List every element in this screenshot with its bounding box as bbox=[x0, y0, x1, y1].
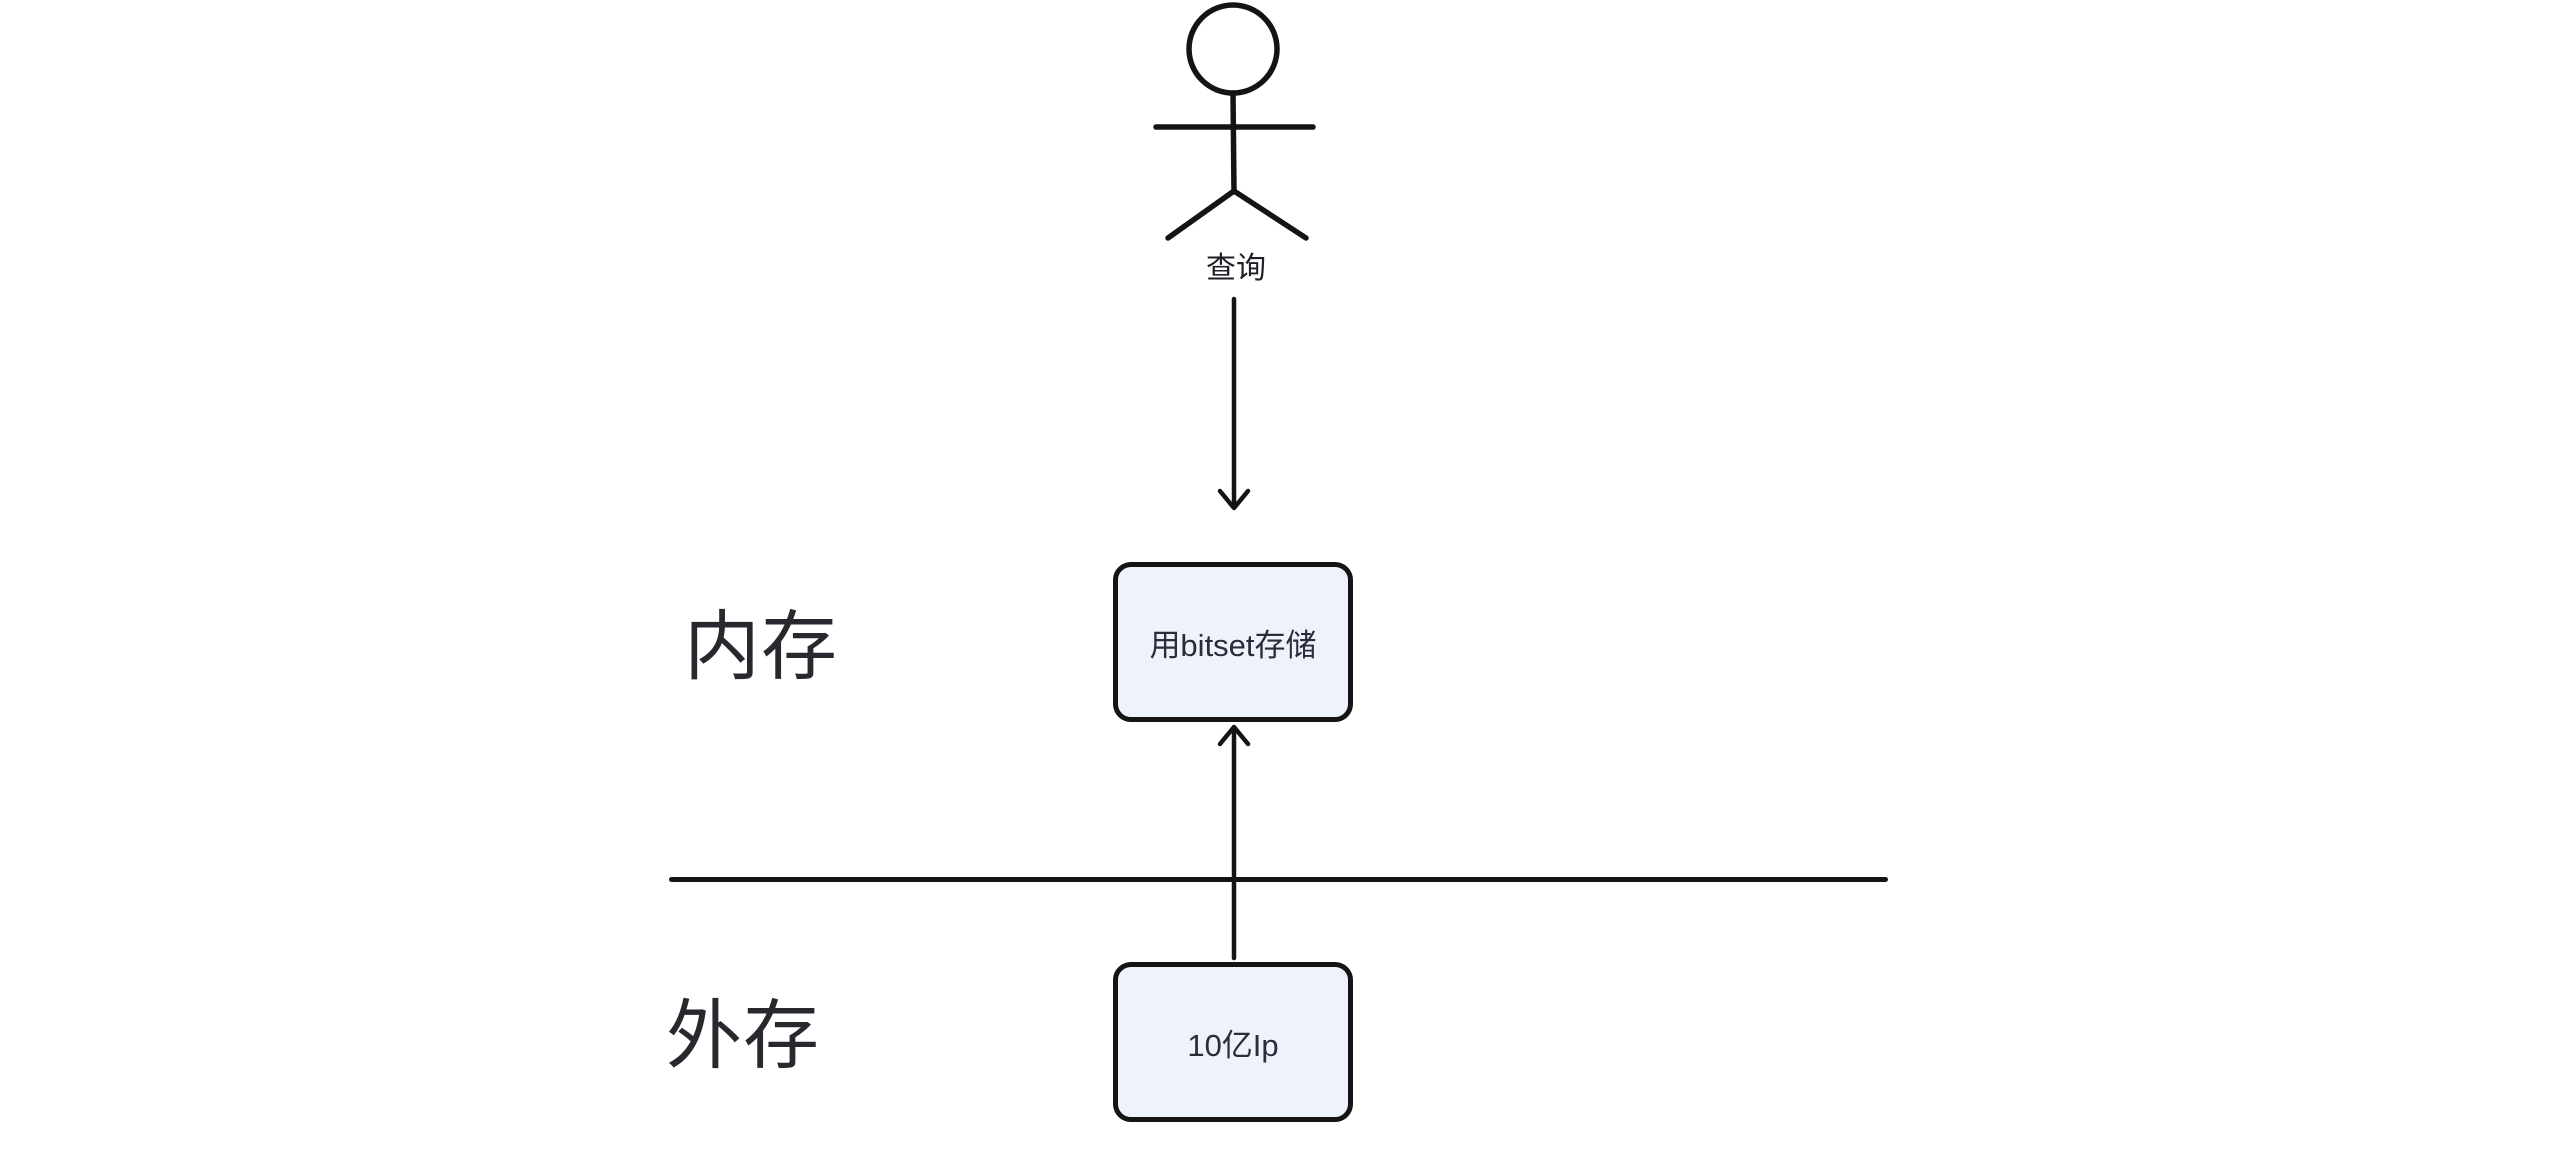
down-arrow-head bbox=[1217, 488, 1251, 511]
disk-section-label: 外存 bbox=[666, 994, 820, 1079]
up-arrow-head bbox=[1217, 724, 1251, 747]
disk-node: 10亿Ip bbox=[1113, 962, 1353, 1122]
actor-action-label: 查询 bbox=[1206, 252, 1266, 285]
actor-right-leg bbox=[1231, 188, 1309, 241]
actor-head bbox=[1186, 2, 1280, 96]
memory-node-label: 用bitset存储 bbox=[1149, 627, 1317, 663]
disk-node-label: 10亿Ip bbox=[1187, 1027, 1279, 1063]
memory-disk-divider-line bbox=[669, 877, 1888, 882]
memory-section-label: 内存 bbox=[684, 605, 838, 690]
memory-node: 用bitset存储 bbox=[1113, 562, 1353, 722]
up-arrow-icon bbox=[1217, 724, 1251, 961]
actor-body bbox=[1230, 90, 1237, 194]
down-arrow-icon bbox=[1217, 296, 1251, 511]
stick-figure-icon bbox=[1153, 2, 1316, 241]
actor-left-leg bbox=[1165, 188, 1237, 241]
